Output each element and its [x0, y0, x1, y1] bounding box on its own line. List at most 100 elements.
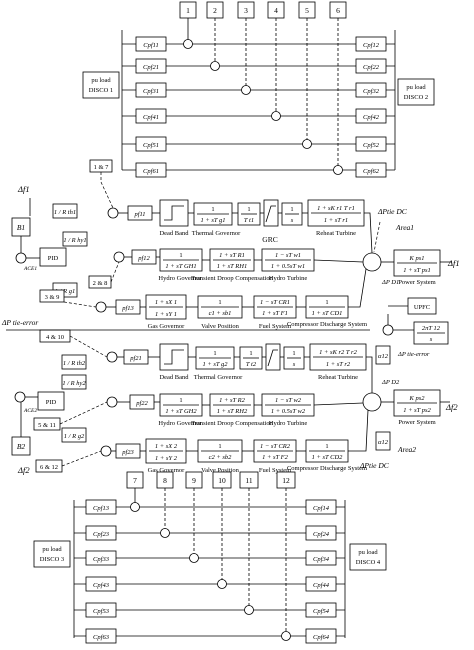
- cpf-left-column: Cpf11 Cpf21 Cpf31 Cpf41 Cpf51 Cpf61: [135, 36, 167, 178]
- bottom-contract-matrix: 7 8 9 10 11 12 Cpf13 Cpf23 Cpf33 Cpf43 C…: [33, 471, 387, 644]
- dead-band-2: [159, 343, 189, 371]
- tf-num: 1: [292, 350, 295, 357]
- alpha12-top: [375, 345, 391, 365]
- r-label: 1 / R hy2: [62, 380, 86, 387]
- disco-3-box: [33, 540, 71, 568]
- tf-den: c1 + sb1: [209, 310, 232, 317]
- output-label: 11: [245, 476, 252, 485]
- tf-den: T t2: [246, 361, 257, 368]
- dp-tie-error-left: ΔP tie-error: [1, 318, 38, 327]
- tf-num: 1: [218, 299, 221, 306]
- block-label: Hydro Governor: [158, 275, 202, 282]
- fb-label: 1 & 7: [94, 164, 110, 171]
- dp-tie-error-upfc: ΔP tie-error: [397, 351, 430, 358]
- fb-label: 5 & 11: [38, 422, 56, 429]
- ace1-label: ACE1: [23, 266, 37, 272]
- block-label: Fuel System: [259, 323, 291, 330]
- block-label: Fuel System: [259, 467, 291, 474]
- tf-num: 1 − sT w1: [275, 252, 301, 259]
- tf-num: 1: [179, 252, 182, 259]
- b2-label: B2: [17, 442, 26, 451]
- cpf-label: Cpf21: [143, 64, 159, 71]
- output-label: 7: [133, 476, 137, 485]
- tf-den: 1 + sT ps2: [403, 407, 431, 414]
- cpf-label: Cpf41: [143, 114, 159, 121]
- r-label: 1 / R g1: [55, 288, 75, 295]
- delta-f1-output: Δf1: [447, 258, 460, 268]
- tf-den: 1 + sT GH1: [165, 263, 196, 270]
- cpf-label: Cpf42: [363, 114, 380, 121]
- r-hy2-block: [61, 374, 87, 390]
- pid-1-block: [39, 247, 67, 267]
- tf-num: 1: [179, 397, 182, 404]
- pid-2-block: [37, 391, 65, 411]
- tf-den: 1 + sT g2: [202, 361, 228, 368]
- upfc-label: UPFC: [414, 304, 430, 311]
- tf-num: K ps1: [409, 255, 425, 262]
- tf-num: 1: [249, 350, 252, 357]
- cpf-label: Cpf64: [313, 634, 330, 641]
- r-hy1-block: [62, 231, 88, 247]
- tf-num: 1 − sT CR1: [260, 299, 290, 306]
- tf-num: 1 − sT CR2: [260, 443, 291, 450]
- cpf-label: Cpf43: [93, 582, 110, 589]
- disco-label: pu load: [42, 546, 62, 553]
- tf-num: 1 + sK r2 T r2: [319, 349, 357, 356]
- disco-label: DISCO 2: [404, 94, 428, 101]
- tf-den: 1 + sY 2: [155, 455, 178, 462]
- r-th2-block: [61, 354, 87, 370]
- block-label: Dead Band: [159, 374, 189, 381]
- tf-den: c2 + sb2: [209, 454, 233, 461]
- pf-label: pf13: [121, 305, 134, 312]
- block-label: Compressor Discharge System: [287, 465, 367, 472]
- disco-label: pu load: [406, 84, 426, 91]
- tf-den: s: [291, 217, 294, 224]
- area-1-sum: [362, 252, 382, 272]
- block-label: Thermal Governor: [192, 230, 241, 237]
- tf-den: s: [430, 336, 433, 343]
- b1-label: B1: [17, 223, 25, 232]
- tf-den: 1 + 0.5sT w1: [271, 263, 305, 270]
- block-label: Hydro Turbine: [269, 275, 308, 282]
- tf-num: 1: [218, 443, 221, 450]
- tf-den: 1 + sT g1: [200, 217, 225, 224]
- pf-label: pf23: [121, 449, 134, 456]
- grc-limiter-1: [263, 199, 279, 227]
- tf-num: 1 − sT w2: [275, 397, 302, 404]
- r-label: 1 / R th2: [63, 360, 86, 367]
- output-label: 3: [244, 6, 248, 15]
- cpf-label: Cpf53: [93, 608, 110, 615]
- tf-den: 1 + sT ps1: [403, 267, 431, 274]
- block-label: Reheat Turbine: [316, 230, 356, 237]
- tf-den: 1 + 0.5sT w2: [271, 408, 306, 415]
- block-label: Valve Position: [201, 467, 239, 474]
- output-label: 12: [282, 476, 290, 485]
- r-th1-block: [52, 203, 78, 219]
- tie-line-center: UPFC 2πT 12 s ΔP tie-error ΔP tie-error …: [1, 297, 449, 365]
- tf-num: 1 + sX 2: [155, 443, 178, 450]
- area-1-title: Area1: [395, 223, 414, 232]
- tf-den: 1 + sT r2: [326, 361, 351, 368]
- output-label: 6: [336, 6, 340, 15]
- cpf-label: Cpf63: [93, 634, 110, 641]
- output-label: 4: [274, 6, 278, 15]
- cpf-label: Cpf13: [93, 505, 110, 512]
- alpha12-bottom: [375, 431, 391, 451]
- disco-1-box: [82, 71, 120, 99]
- tf-num: 1: [290, 206, 293, 213]
- cpf-label: Cpf24: [313, 531, 330, 538]
- output-label: 2: [213, 6, 217, 15]
- cpf-label: Cpf33: [93, 556, 110, 563]
- cpf-label: Cpf61: [143, 168, 159, 175]
- tf-den: 1 + sT CD2: [312, 454, 344, 461]
- block-label: Gas Governor: [148, 323, 185, 330]
- tf-den: 1 + sY 1: [155, 311, 177, 318]
- tf-num: K ps2: [409, 395, 426, 402]
- fb-label: 6 & 12: [40, 464, 58, 471]
- dead-band-1: [159, 199, 189, 227]
- delta-f1-input: Δf1: [17, 184, 30, 194]
- block-label: Compressor Discharge System: [287, 321, 367, 328]
- alpha-label: α12: [378, 353, 389, 360]
- fb-3-9: [39, 289, 65, 303]
